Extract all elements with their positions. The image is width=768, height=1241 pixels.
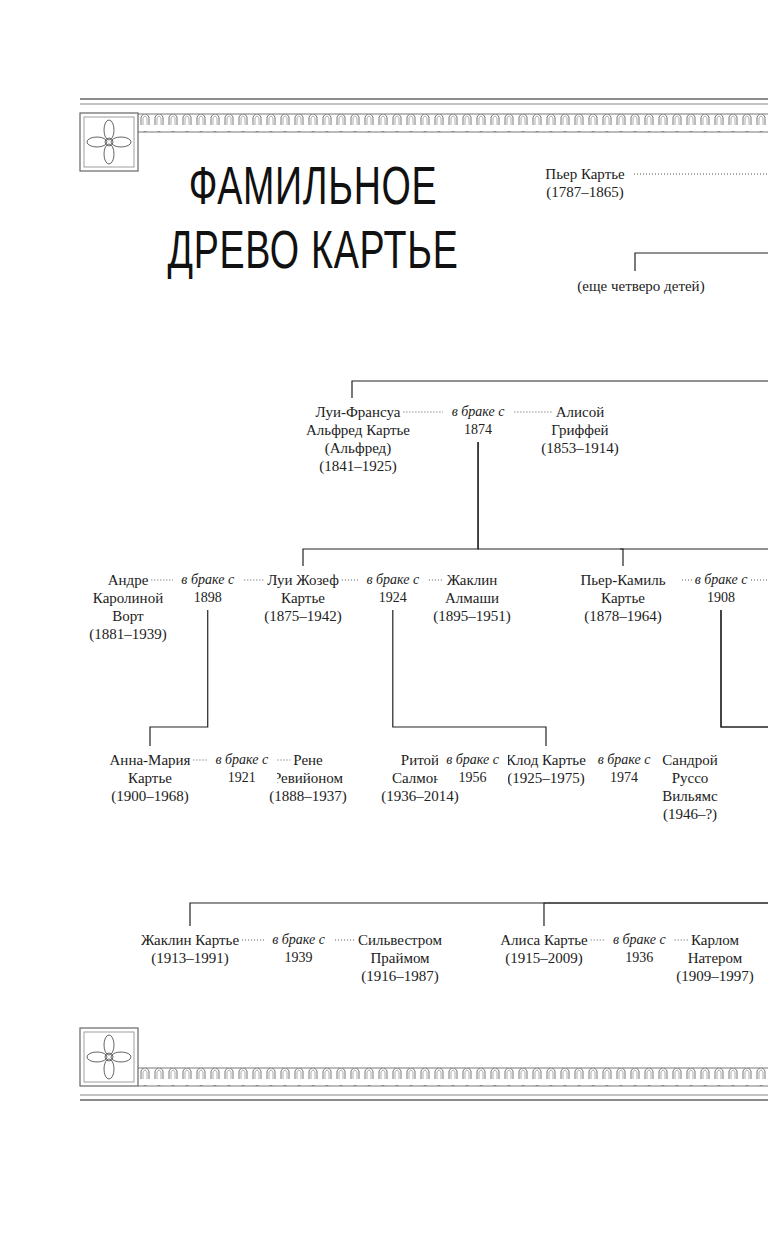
person-entry: Пьер-Камиль Картье(1878–1964) bbox=[571, 571, 676, 625]
life-dates: (1925–1975) bbox=[504, 769, 589, 787]
person-entry: Пьер Картье(1787–1865) bbox=[535, 165, 635, 201]
person-entry: (еще четверо детей) bbox=[561, 277, 721, 295]
life-dates: (1875–1942) bbox=[251, 607, 356, 625]
marriage-label: в браке с 1936 bbox=[604, 931, 674, 967]
bottom-border bbox=[80, 1028, 768, 1100]
person-name: Жаклин Алмаши bbox=[427, 571, 517, 607]
life-dates: (1878–1964) bbox=[571, 607, 676, 625]
marriage-label: в браке с 1921 bbox=[207, 751, 277, 787]
life-dates: (1946–?) bbox=[650, 805, 730, 823]
marriage-note: в браке с bbox=[692, 571, 751, 589]
person-name: Луи Жозеф Картье bbox=[251, 571, 356, 607]
descent-line bbox=[393, 610, 546, 746]
life-dates: (1881–1939) bbox=[78, 625, 178, 643]
person-entry: Луи Жозеф Картье(1875–1942) bbox=[251, 571, 356, 625]
person-name: Пьер-Камиль Картье bbox=[571, 571, 676, 607]
person-name: (еще четверо детей) bbox=[561, 277, 721, 295]
life-dates: (1787–1865) bbox=[535, 183, 635, 201]
person-name: Сильвестром Праймом bbox=[353, 931, 448, 967]
life-dates: (1916–1987) bbox=[353, 967, 448, 985]
marriage-label: в браке с 1898 bbox=[173, 571, 243, 607]
life-dates: (1900–1968) bbox=[100, 787, 200, 805]
person-entry: Сандрой Руссо Вильямс(1946–?) bbox=[650, 751, 730, 823]
marriage-label: в браке с 1924 bbox=[358, 571, 428, 607]
person-entry: Луи-Франсуа Альфред Картье (Альфред)(184… bbox=[296, 403, 421, 475]
life-dates: (1936–2014) bbox=[378, 787, 463, 805]
page-title: ФАМИЛЬНОЕ ДРЕВО КАРТЬЕ bbox=[142, 153, 484, 281]
life-dates: (1913–1991) bbox=[125, 949, 255, 967]
person-entry: Сильвестром Праймом(1916–1987) bbox=[353, 931, 448, 985]
marriage-label: в браке с 1874 bbox=[443, 403, 513, 439]
life-dates: (1915–2009) bbox=[484, 949, 604, 967]
person-name: Жаклин Картье bbox=[125, 931, 255, 949]
life-dates: (1888–1937) bbox=[263, 787, 353, 805]
life-dates: (1895–1951) bbox=[427, 607, 517, 625]
person-name: Клод Картье bbox=[504, 751, 589, 769]
marriage-label: в браке с 1939 bbox=[264, 931, 334, 967]
life-dates: (1841–1925) bbox=[296, 457, 421, 475]
person-entry: Жаклин Картье(1913–1991) bbox=[125, 931, 255, 967]
person-name: Сандрой Руссо Вильямс bbox=[650, 751, 730, 805]
marriage-year: 1908 bbox=[704, 589, 738, 607]
person-entry: Карлом Натером(1909–1997) bbox=[670, 931, 760, 985]
life-dates: (1909–1997) bbox=[670, 967, 760, 985]
person-name: Пьер Картье bbox=[535, 165, 635, 183]
person-name: Карлом Натером bbox=[670, 931, 760, 967]
person-entry: Алиса Картье(1915–2009) bbox=[484, 931, 604, 967]
person-name: Алисой Гриффей bbox=[533, 403, 628, 439]
person-name: Андре Каролиной Ворт bbox=[78, 571, 178, 625]
person-entry: Клод Картье(1925–1975) bbox=[504, 751, 589, 787]
person-entry: Андре Каролиной Ворт(1881–1939) bbox=[78, 571, 178, 643]
descent-line bbox=[190, 610, 768, 926]
person-entry: Анна-Мария Картье(1900–1968) bbox=[100, 751, 200, 805]
person-entry: Жаклин Алмаши(1895–1951) bbox=[427, 571, 517, 625]
person-entry: Алисой Гриффей(1853–1914) bbox=[533, 403, 628, 457]
marriage-label: в браке с 1956 bbox=[438, 751, 508, 787]
person-name: Луи-Франсуа Альфред Картье (Альфред) bbox=[296, 403, 421, 457]
descent-line bbox=[478, 442, 623, 566]
marriage-label: в браке с 1974 bbox=[589, 751, 659, 787]
person-name: Анна-Мария Картье bbox=[100, 751, 200, 787]
life-dates: (1853–1914) bbox=[533, 439, 628, 457]
person-name: Алиса Картье bbox=[484, 931, 604, 949]
